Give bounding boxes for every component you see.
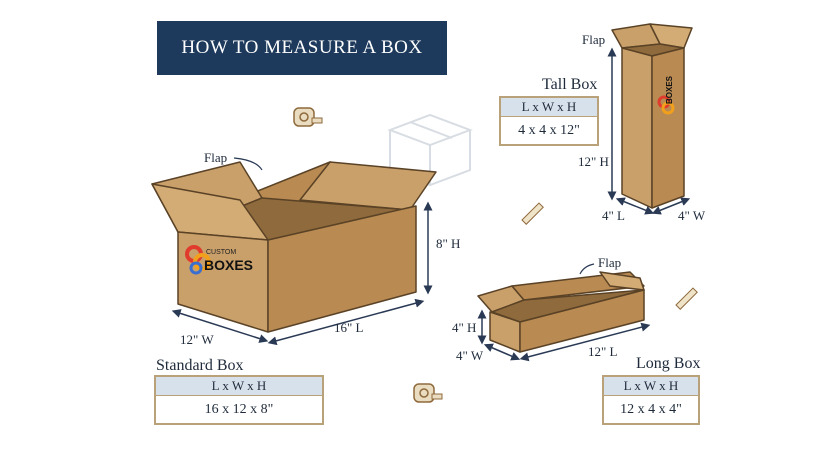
tall-box-card-header: L x W x H [501,98,597,117]
logo-text-boxes: BOXES [204,257,253,273]
background-box-outline-icon [387,113,473,187]
standard-box-title: Standard Box [156,357,244,374]
tall-box-title: Tall Box [542,76,598,93]
long-box-card-header: L x W x H [604,377,698,396]
tape-measure-icon [293,107,323,127]
tall-width-line [651,197,691,215]
tall-length-label: 4" L [602,208,625,223]
long-flap-label: Flap [598,255,622,270]
page-title: HOW TO MEASURE A BOX [181,37,423,58]
long-flap-pointer [579,263,595,275]
standard-height-label: 8" H [436,236,461,251]
tall-height-label: 12" H [578,154,609,169]
tall-box-drawing [611,23,693,209]
long-box-title: Long Box [636,355,701,372]
ruler-icon [521,202,544,225]
standard-box-card-value: 16 x 12 x 8" [204,402,274,417]
standard-box-card: L x W x H 16 x 12 x 8" [154,375,324,425]
long-width-line [483,343,521,361]
long-box-card-value: 12 x 4 x 4" [620,402,682,417]
long-box-drawing [477,271,645,353]
standard-width-line [171,309,269,343]
long-box-card: L x W x H 12 x 4 x 4" [602,375,700,425]
long-width-label: 4" W [456,348,484,363]
tall-logo-text: BOXES [665,75,674,104]
tall-flap-label: Flap [582,32,606,47]
tall-length-line [615,197,655,215]
tall-box-card-value: 4 x 4 x 12" [518,123,580,138]
tall-width-label: 4" W [678,208,706,223]
standard-flap-label: Flap [204,150,228,165]
tape-measure-icon-2 [413,383,443,403]
custom-boxes-logo-icon [185,245,211,275]
standard-length-line [267,298,425,346]
standard-width-label: 12" W [180,332,214,347]
standard-flap-pointer [233,157,263,171]
logo-text-custom: CUSTOM [206,249,236,256]
long-height-label: 4" H [452,320,477,335]
long-length-label: 12" L [588,344,618,359]
standard-box-card-header: L x W x H [156,377,322,396]
ruler-icon-2 [675,287,698,310]
long-length-line [519,322,651,362]
title-banner: HOW TO MEASURE A BOX [157,21,447,75]
tall-box-card: L x W x H 4 x 4 x 12" [499,96,599,146]
standard-length-label: 16" L [334,320,364,335]
tall-box-logo-icon [657,95,675,115]
